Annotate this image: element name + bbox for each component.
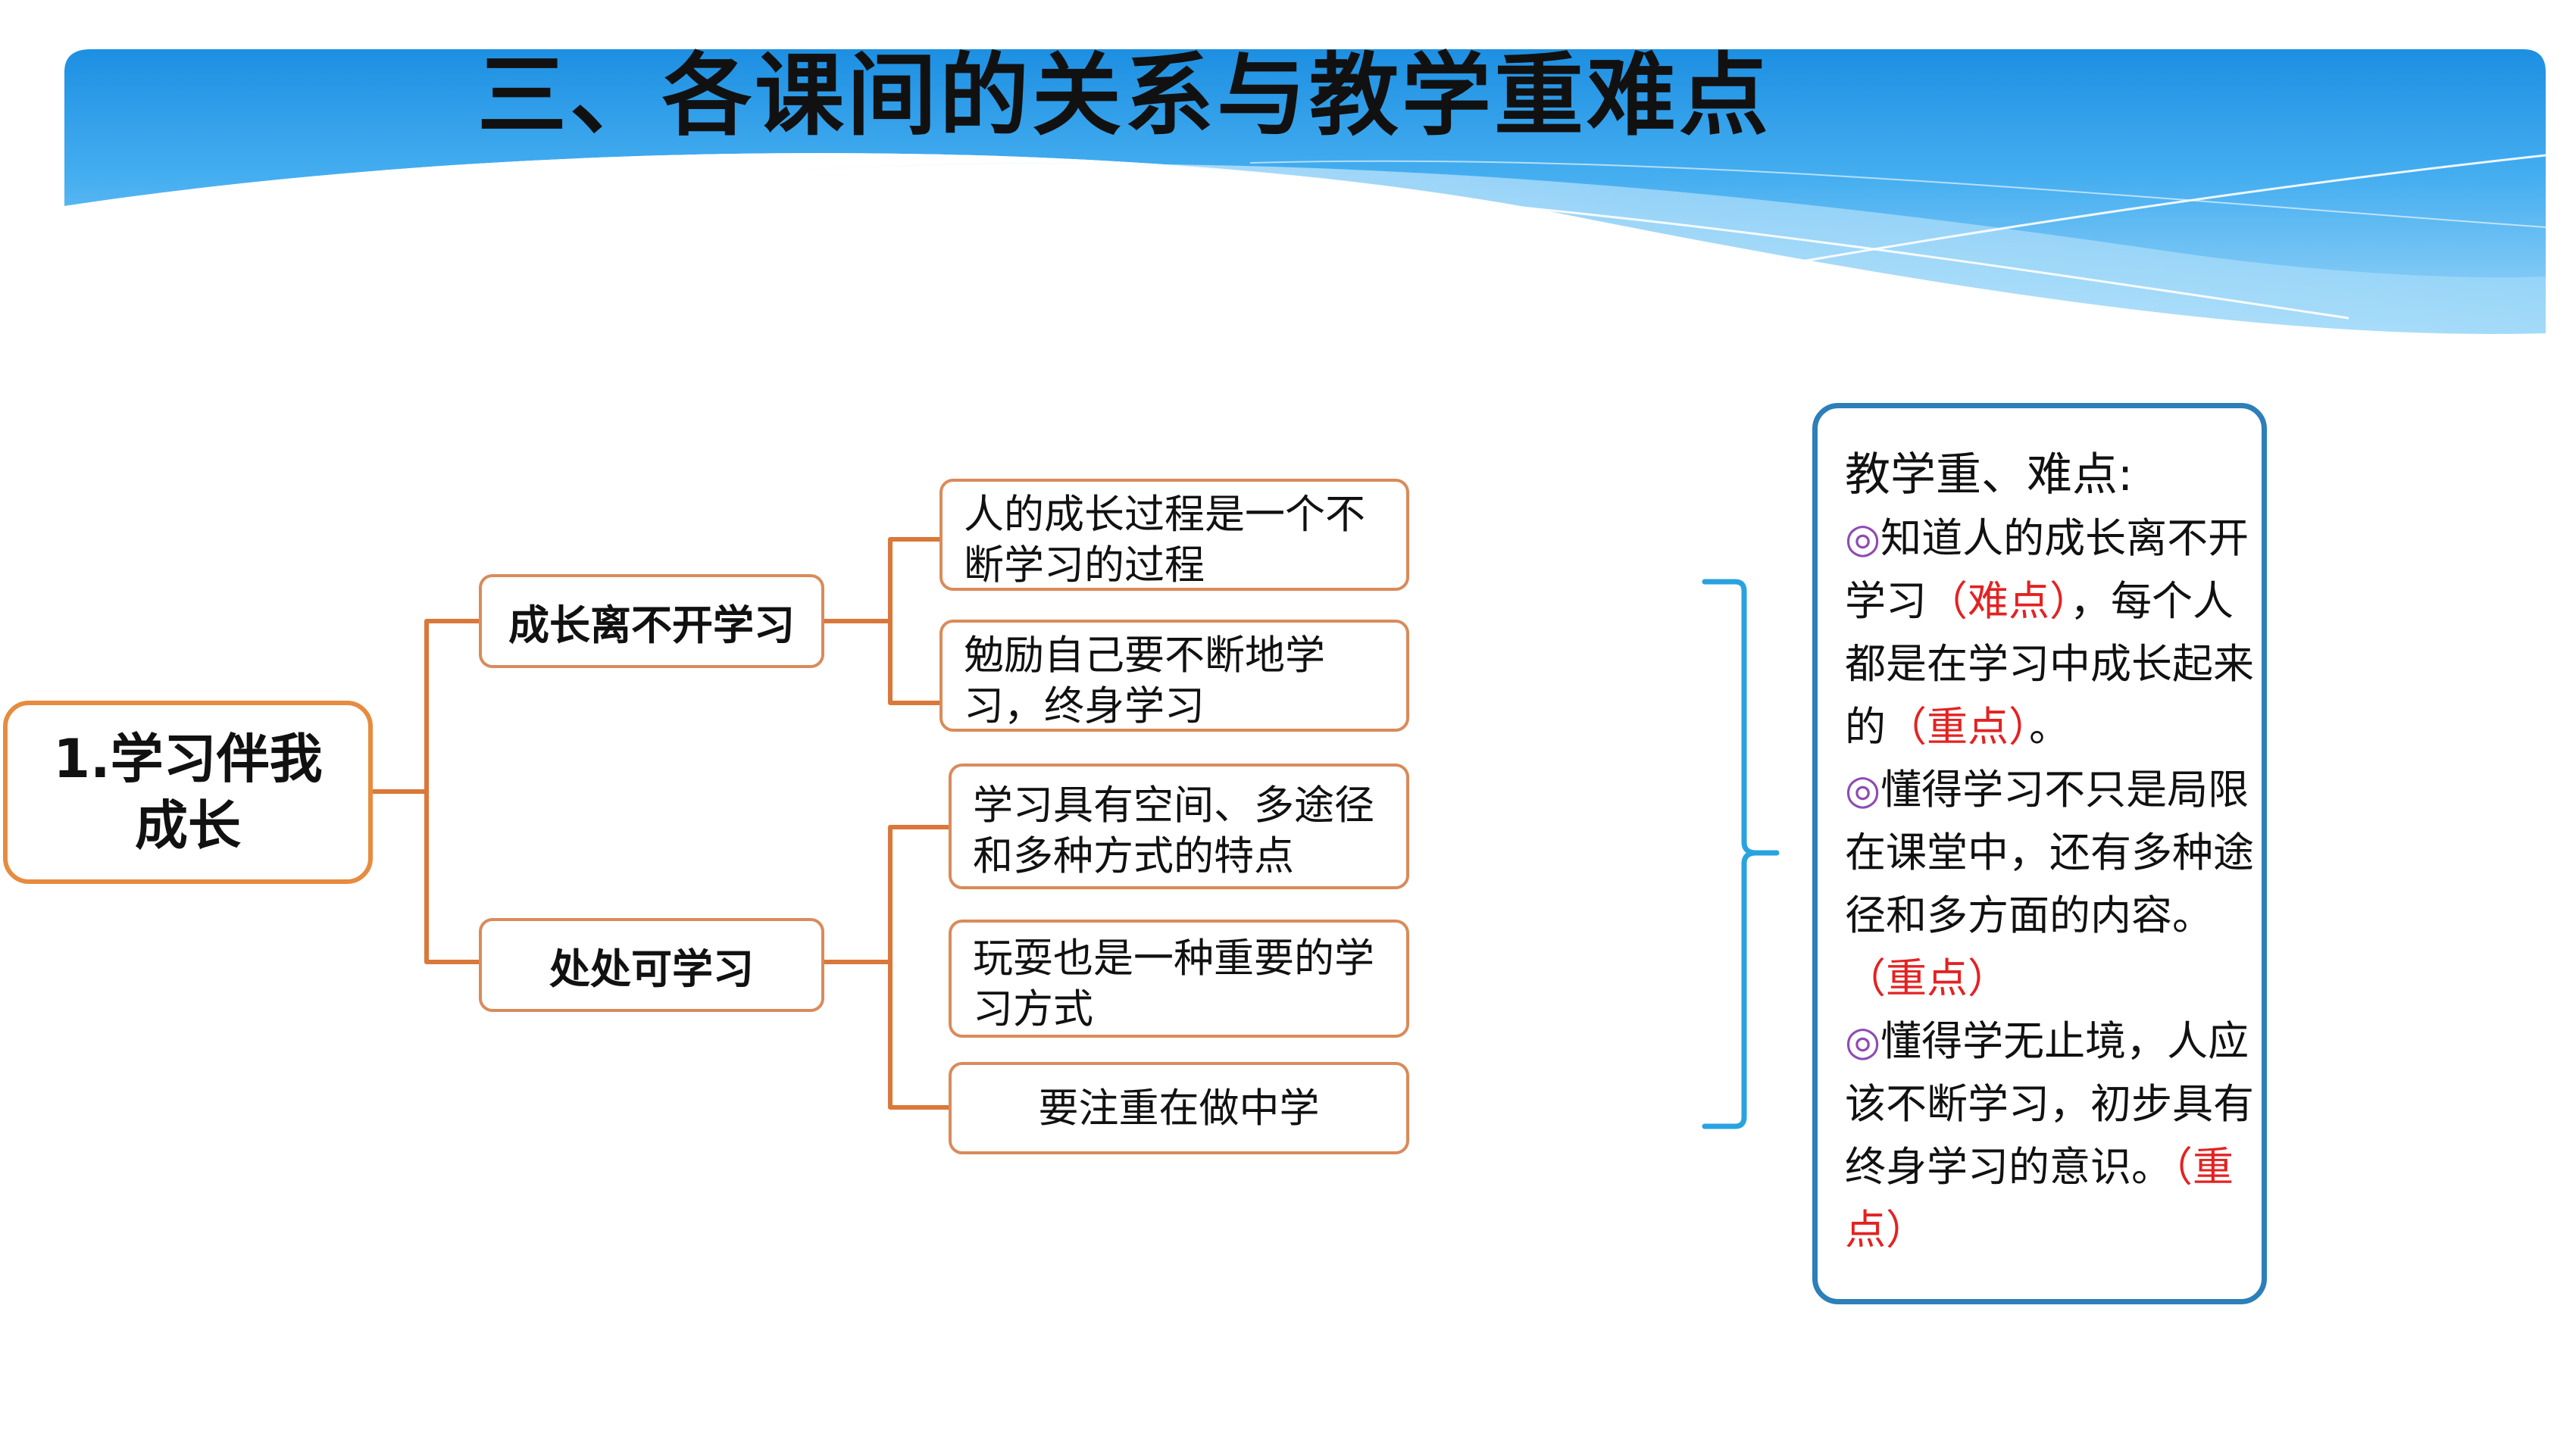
key-point-item: ◎懂得学无止境，人应该不断学习，初步具有终身学习的意识。（重点）: [1845, 1010, 2262, 1261]
slide-title: 三、各课间的关系与教学重难点: [477, 43, 1772, 148]
focus-tag: （重点）: [1845, 954, 2009, 1002]
key-point-text: 懂得学无止境，人应该不断学习，初步具有终身学习的意识。: [1845, 1017, 2254, 1191]
panel-heading: 教学重、难点:: [1845, 448, 2134, 501]
branch2-connector: [822, 825, 951, 1110]
branch-node-growth: 成长离不开学习: [479, 574, 824, 668]
root-connector: [369, 619, 481, 964]
key-point-item: ◎懂得学习不只是局限在课堂中，还有多种途径和多方面的内容。 （重点）: [1845, 758, 2262, 1010]
key-point-text: ，每个人都是在学习中成长起来的: [1845, 577, 2254, 751]
leaf-node: 要注重在做中学: [949, 1062, 1409, 1154]
branch1-connector: [822, 537, 942, 705]
key-point-text: 懂得学习不只是局限在课堂中，还有多种途径和多方面的内容。: [1845, 766, 2254, 939]
branch-label: 处处可学习: [549, 945, 754, 993]
right-bracket: [1702, 579, 1780, 1129]
leaf-node: 勉励自己要不断地学习，终身学习: [939, 620, 1409, 732]
root-node-label: 1.学习伴我成长: [53, 728, 323, 857]
key-point-text: 知道人的成长离不开学习: [1845, 514, 2249, 625]
focus-tag: （重点）: [1845, 1143, 2234, 1254]
leaf-label: 学习具有空间、多途径和多种方式的特点: [973, 782, 1374, 879]
leaf-label: 勉励自己要不断地学习，终身学习: [964, 632, 1325, 729]
difficulty-tag: （难点）: [1927, 577, 2070, 625]
header-wave-banner: [64, 49, 2546, 348]
bullet-circle-icon: ◎: [1845, 1017, 1881, 1065]
key-point-item: ◎知道人的成长离不开学习（难点），每个人都是在学习中成长起来的（重点）。: [1845, 507, 2262, 758]
leaf-node: 学习具有空间、多途径和多种方式的特点: [949, 764, 1409, 889]
leaf-label: 人的成长过程是一个不断学习的过程: [964, 492, 1365, 589]
root-node: 1.学习伴我成长: [3, 701, 373, 884]
leaf-label: 玩耍也是一种重要的学习方式: [973, 935, 1374, 1032]
bullet-circle-icon: ◎: [1845, 766, 1881, 814]
focus-tag: （重点）: [1886, 703, 2029, 751]
key-point-text: 。: [2029, 703, 2070, 751]
leaf-node: 玩耍也是一种重要的学习方式: [949, 920, 1409, 1038]
bullet-circle-icon: ◎: [1845, 514, 1881, 562]
branch-label: 成长离不开学习: [508, 601, 795, 649]
leaf-node: 人的成长过程是一个不断学习的过程: [939, 479, 1409, 591]
leaf-label: 要注重在做中学: [1038, 1085, 1320, 1132]
branch-node-everywhere: 处处可学习: [479, 918, 824, 1012]
key-points-panel: 教学重、难点: ◎知道人的成长离不开学习（难点），每个人都是在学习中成长起来的（…: [1812, 403, 2267, 1304]
